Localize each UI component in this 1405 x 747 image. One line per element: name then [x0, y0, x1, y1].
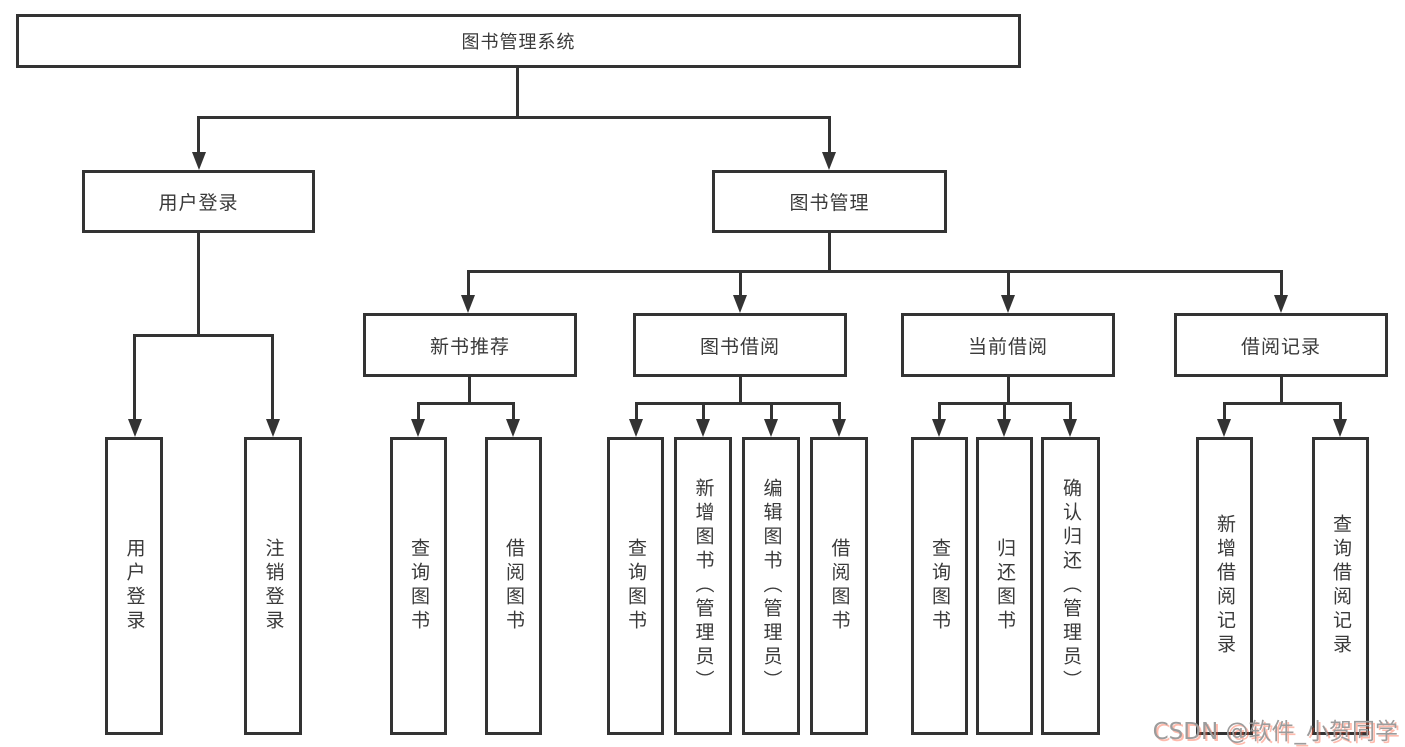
connector-line — [635, 402, 638, 420]
connector-line — [417, 402, 515, 405]
leaf-query-borrow-record: 查询借阅记录 — [1312, 437, 1369, 735]
arrowhead-down-icon — [461, 295, 475, 313]
connector-line — [1223, 402, 1341, 405]
leaf-add-books-admin: 新增图书（管理员） — [674, 437, 732, 735]
connector-line — [468, 376, 471, 404]
node-borrow-records: 借阅记录 — [1174, 313, 1388, 377]
leaf-query-books-recommend: 查询图书 — [390, 437, 447, 735]
connector-line — [1007, 270, 1010, 296]
connector-line — [1069, 402, 1072, 420]
leaf-query-books-current: 查询图书 — [911, 437, 968, 735]
connector-line — [828, 232, 831, 272]
arrowhead-down-icon — [733, 295, 747, 313]
arrowhead-down-icon — [192, 152, 206, 170]
connector-line — [417, 402, 420, 420]
connector-line — [838, 402, 841, 420]
arrowhead-down-icon — [1001, 295, 1015, 313]
connector-line — [828, 116, 831, 154]
arrowhead-down-icon — [411, 419, 425, 437]
arrowhead-down-icon — [832, 419, 846, 437]
arrowhead-down-icon — [1063, 419, 1077, 437]
csdn-watermark: CSDN @软件_小贺同学 — [1152, 719, 1398, 745]
arrowhead-down-icon — [1217, 419, 1231, 437]
arrowhead-down-icon — [764, 419, 778, 437]
leaf-confirm-return-admin: 确认归还（管理员） — [1041, 437, 1100, 735]
node-new-book-recommend: 新书推荐 — [363, 313, 577, 377]
arrowhead-down-icon — [506, 419, 520, 437]
node-book-management: 图书管理 — [712, 170, 947, 233]
connector-line — [197, 116, 831, 119]
connector-line — [1007, 376, 1010, 404]
leaf-edit-books-admin: 编辑图书（管理员） — [742, 437, 800, 735]
node-book-borrow: 图书借阅 — [633, 313, 847, 377]
arrowhead-down-icon — [128, 419, 142, 437]
connector-line — [133, 334, 136, 420]
connector-line — [133, 334, 274, 337]
leaf-query-books-borrow: 查询图书 — [607, 437, 664, 735]
connector-line — [197, 116, 200, 154]
arrowhead-down-icon — [696, 419, 710, 437]
arrowhead-down-icon — [1333, 419, 1347, 437]
connector-line — [938, 402, 941, 420]
connector-line — [1280, 376, 1283, 404]
node-root: 图书管理系统 — [16, 14, 1021, 68]
arrowhead-down-icon — [629, 419, 643, 437]
connector-line — [702, 402, 705, 420]
connector-line — [739, 270, 742, 296]
connector-line — [516, 68, 519, 118]
arrowhead-down-icon — [822, 152, 836, 170]
leaf-add-borrow-record: 新增借阅记录 — [1196, 437, 1253, 735]
arrowhead-down-icon — [1274, 295, 1288, 313]
connector-line — [512, 402, 515, 420]
connector-line — [1280, 270, 1283, 296]
leaf-borrow-books-recommend: 借阅图书 — [485, 437, 542, 735]
connector-line — [739, 376, 742, 404]
connector-line — [467, 270, 1283, 273]
connector-line — [1223, 402, 1226, 420]
connector-line — [770, 402, 773, 420]
leaf-borrow-books: 借阅图书 — [810, 437, 868, 735]
connector-line — [635, 402, 840, 405]
connector-line — [1003, 402, 1006, 420]
arrowhead-down-icon — [266, 419, 280, 437]
leaf-logout: 注销登录 — [244, 437, 302, 735]
node-user-login: 用户登录 — [82, 170, 315, 233]
connector-line — [467, 270, 470, 296]
connector-line — [271, 334, 274, 420]
connector-line — [197, 232, 200, 336]
leaf-user-login: 用户登录 — [105, 437, 163, 735]
arrowhead-down-icon — [932, 419, 946, 437]
connector-line — [1339, 402, 1342, 420]
leaf-return-books: 归还图书 — [976, 437, 1033, 735]
arrowhead-down-icon — [997, 419, 1011, 437]
node-current-borrow: 当前借阅 — [901, 313, 1115, 377]
